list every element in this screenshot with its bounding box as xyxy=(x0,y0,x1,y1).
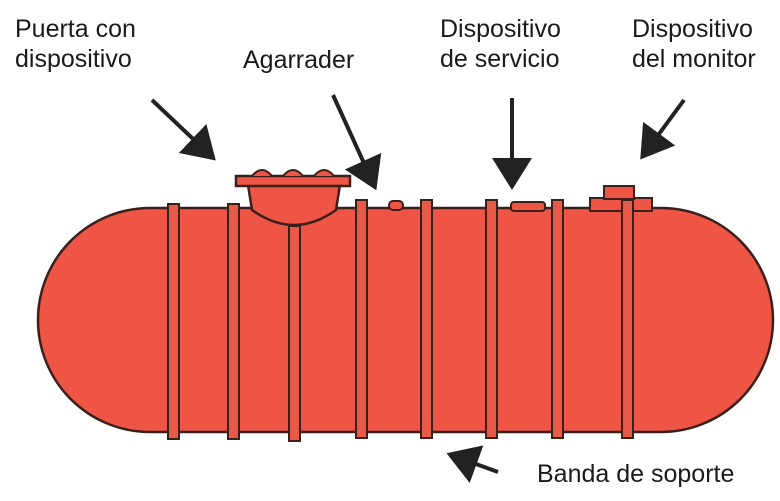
arrow-monitor xyxy=(640,98,686,160)
support-band xyxy=(167,203,180,440)
arrow-band xyxy=(446,445,499,483)
label-service-device: Dispositivo de servicio xyxy=(440,15,561,73)
tank-body xyxy=(36,206,775,434)
support-band xyxy=(227,203,240,440)
door-device-shape xyxy=(234,169,352,227)
handle-shape xyxy=(388,200,404,211)
label-handle: Agarrader xyxy=(243,46,355,74)
support-band xyxy=(621,199,634,439)
service-device-shape xyxy=(510,201,546,212)
monitor-device-shape xyxy=(589,185,653,212)
support-band xyxy=(355,199,368,439)
support-band xyxy=(485,199,498,439)
support-band xyxy=(288,225,301,442)
arrows xyxy=(150,94,686,483)
support-bands xyxy=(167,199,634,442)
label-support-band: Banda de soporte xyxy=(537,460,735,488)
label-monitor-device: Dispositivo del monitor xyxy=(632,15,756,73)
support-band xyxy=(551,199,564,439)
arrow-handle xyxy=(331,94,382,191)
label-door-device: Puerta con dispositivo xyxy=(15,15,136,73)
arrow-door xyxy=(150,98,216,161)
support-band xyxy=(420,199,433,439)
